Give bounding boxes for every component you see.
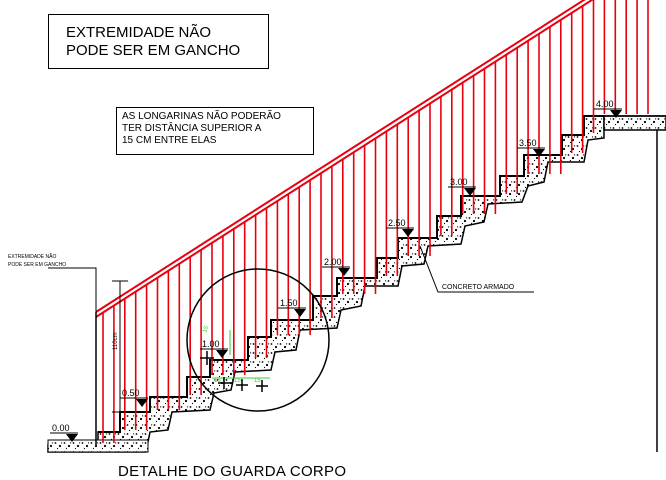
drawing-caption: DETALHE DO GUARDA CORPO bbox=[118, 463, 347, 480]
level-label-4: 2.00 bbox=[324, 257, 342, 267]
spacing-note-text: AS LONGARINAS NÃO PODERÃO TER DISTÂNCIA … bbox=[122, 111, 281, 146]
detail-circle bbox=[186, 268, 330, 412]
level-label-5: 2.50 bbox=[388, 218, 406, 228]
level-triangle-icon-7 bbox=[533, 149, 545, 157]
level-label-6: 3.00 bbox=[450, 177, 468, 187]
level-markers: 0.00 0.50 1.00 1.50 2.00 2.50 3.00 3.50 4.00 bbox=[50, 99, 622, 442]
green-dim-4: 15 bbox=[202, 325, 210, 334]
level-triangle-icon-6 bbox=[464, 188, 476, 196]
level-label-2: 1.00 bbox=[202, 339, 220, 349]
handrail-top bbox=[95, 0, 586, 313]
upper-landing-slab bbox=[603, 115, 666, 131]
spacing-note-box: AS LONGARINAS NÃO PODERÃO TER DISTÂNCIA … bbox=[116, 107, 314, 155]
green-dim-3: 15 bbox=[254, 378, 261, 384]
level-label-1: 0.50 bbox=[122, 388, 140, 398]
level-label-8: 4.00 bbox=[596, 99, 614, 109]
height-dimension-label: 110cm bbox=[113, 332, 119, 350]
green-dim-2: 15 bbox=[234, 378, 241, 384]
handrail-bottom bbox=[95, 0, 594, 318]
level-triangle-icon-8 bbox=[610, 110, 622, 118]
crosshair-marks bbox=[200, 351, 268, 392]
level-triangle-icon-3 bbox=[294, 309, 306, 317]
base-floor-slab bbox=[47, 439, 149, 453]
hook-note-text: EXTREMIDADE NÃO PODE SER EM GANCHO bbox=[66, 24, 241, 59]
left-note-leader bbox=[48, 267, 97, 312]
concrete-label: CONCRETO ARMADO bbox=[442, 284, 515, 291]
left-note-line-1: EXTREMIDADE NÃO bbox=[8, 253, 56, 260]
concrete-label-leader bbox=[419, 245, 534, 293]
level-triangle-icon-2 bbox=[216, 350, 228, 358]
level-triangle-icon-1 bbox=[136, 399, 148, 407]
stair-step-profile bbox=[98, 115, 604, 433]
level-triangle-icon-4 bbox=[338, 268, 350, 276]
level-label-3: 1.50 bbox=[280, 298, 298, 308]
left-note-line-2: PODE SER EM GANCHO bbox=[8, 262, 66, 268]
level-triangle-icon-0 bbox=[66, 434, 78, 442]
level-triangle-icon-5 bbox=[402, 229, 414, 237]
green-dimension-marks bbox=[212, 330, 270, 379]
green-dim-1: 15 bbox=[214, 378, 221, 384]
level-label-7: 3.50 bbox=[519, 138, 537, 148]
stair-concrete-body bbox=[47, 115, 605, 453]
level-label-0: 0.00 bbox=[52, 423, 70, 433]
hook-note-box: EXTREMIDADE NÃO PODE SER EM GANCHO bbox=[48, 14, 269, 69]
